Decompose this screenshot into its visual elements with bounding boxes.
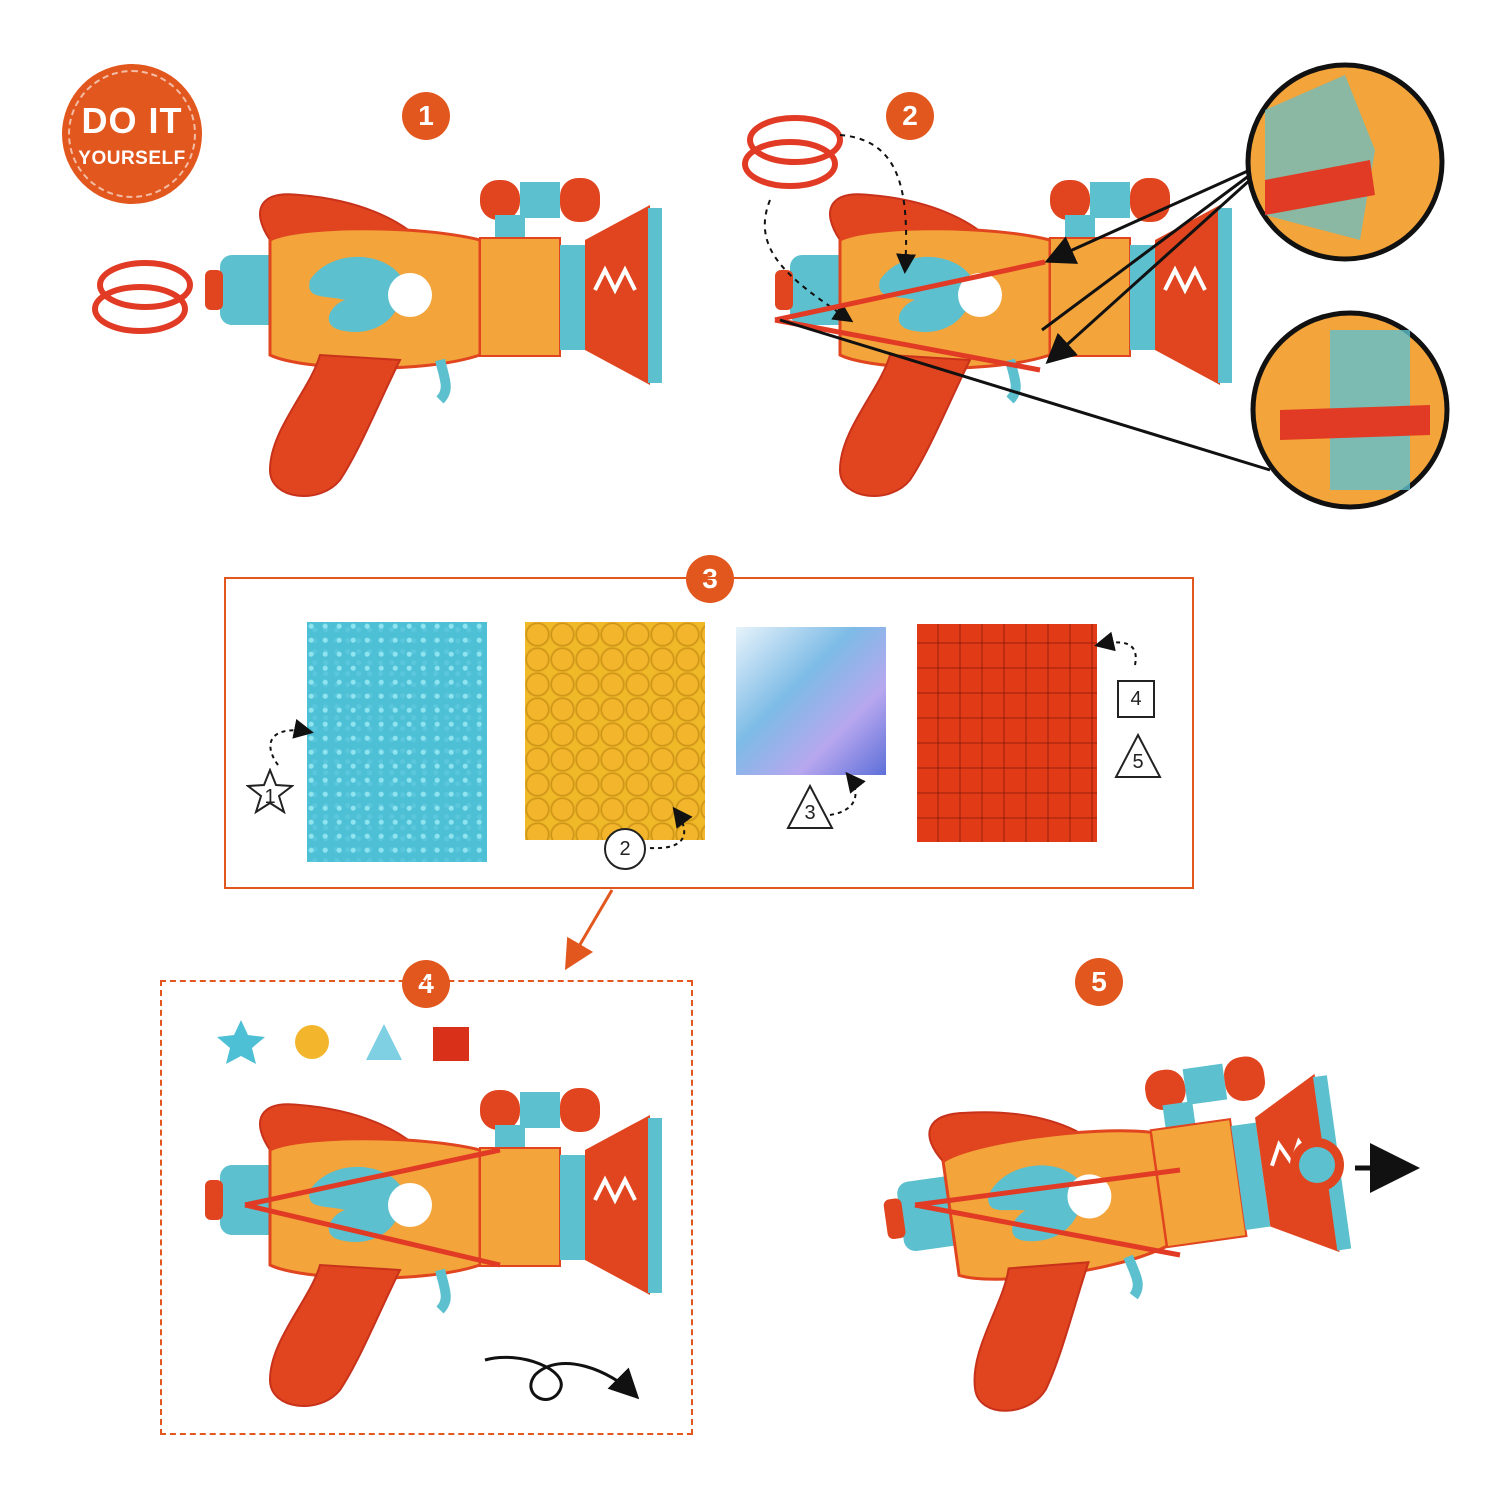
star-sticker-icon [217, 1020, 265, 1064]
marker-2-arrow [649, 806, 693, 850]
marker-3-triangle: 3 [786, 784, 834, 830]
step-2-pointer-2 [1045, 178, 1252, 365]
logo-line-1: DO IT [81, 100, 183, 141]
step-2-pointer-3 [1041, 173, 1251, 332]
step-1-rubber-bands [95, 263, 190, 331]
logo-ring [68, 70, 196, 198]
step-2-rubber-bands [745, 118, 840, 186]
marker-4-arrow [1094, 631, 1137, 666]
marker-1-star: 1 [246, 768, 294, 814]
zoom-detail-bottom [1250, 310, 1450, 510]
step-5-band [914, 1167, 1181, 1258]
step-1-badge: 1 [402, 92, 450, 140]
step-3-frame [224, 577, 1194, 889]
step-4-frame [160, 980, 693, 1435]
step-5-gun [870, 1046, 1367, 1425]
do-it-yourself-logo: DO IT YOURSELF [62, 64, 202, 204]
step-4-band [244, 1147, 501, 1268]
step-2-badge: 2 [886, 92, 934, 140]
step-2-dashed-arrow-a [839, 134, 916, 274]
step-2-pointer-4 [779, 318, 1271, 472]
zoom-detail-top [1245, 62, 1445, 262]
step-4-badge: 4 [402, 960, 450, 1008]
step-4-loop-arrow [484, 1355, 640, 1401]
step-3-to-4-arrow [564, 889, 614, 971]
marker-1-arrow [269, 719, 314, 766]
holographic-triangle-sticker-sheet [736, 627, 886, 775]
marker-4-square: 4 [1117, 680, 1155, 718]
step-2-stretched-band [774, 259, 1046, 373]
triangle-sticker-icon [366, 1024, 402, 1060]
square-sticker-icon [433, 1027, 469, 1061]
circle-sticker-icon [295, 1025, 329, 1059]
red-square-sticker-sheet [917, 624, 1097, 842]
marker-3-arrow [829, 771, 866, 816]
step-5-badge: 5 [1075, 958, 1123, 1006]
logo-line-2: YOURSELF [78, 148, 186, 169]
step-2-gun [775, 178, 1232, 496]
marker-5-triangle: 5 [1114, 733, 1162, 779]
marker-2-circle: 2 [604, 828, 646, 870]
gold-circle-sticker-sheet [525, 622, 705, 840]
step-2-pointer-1 [1044, 168, 1251, 264]
step-1-gun [205, 178, 662, 496]
glitter-star-sticker-sheet [307, 622, 487, 862]
